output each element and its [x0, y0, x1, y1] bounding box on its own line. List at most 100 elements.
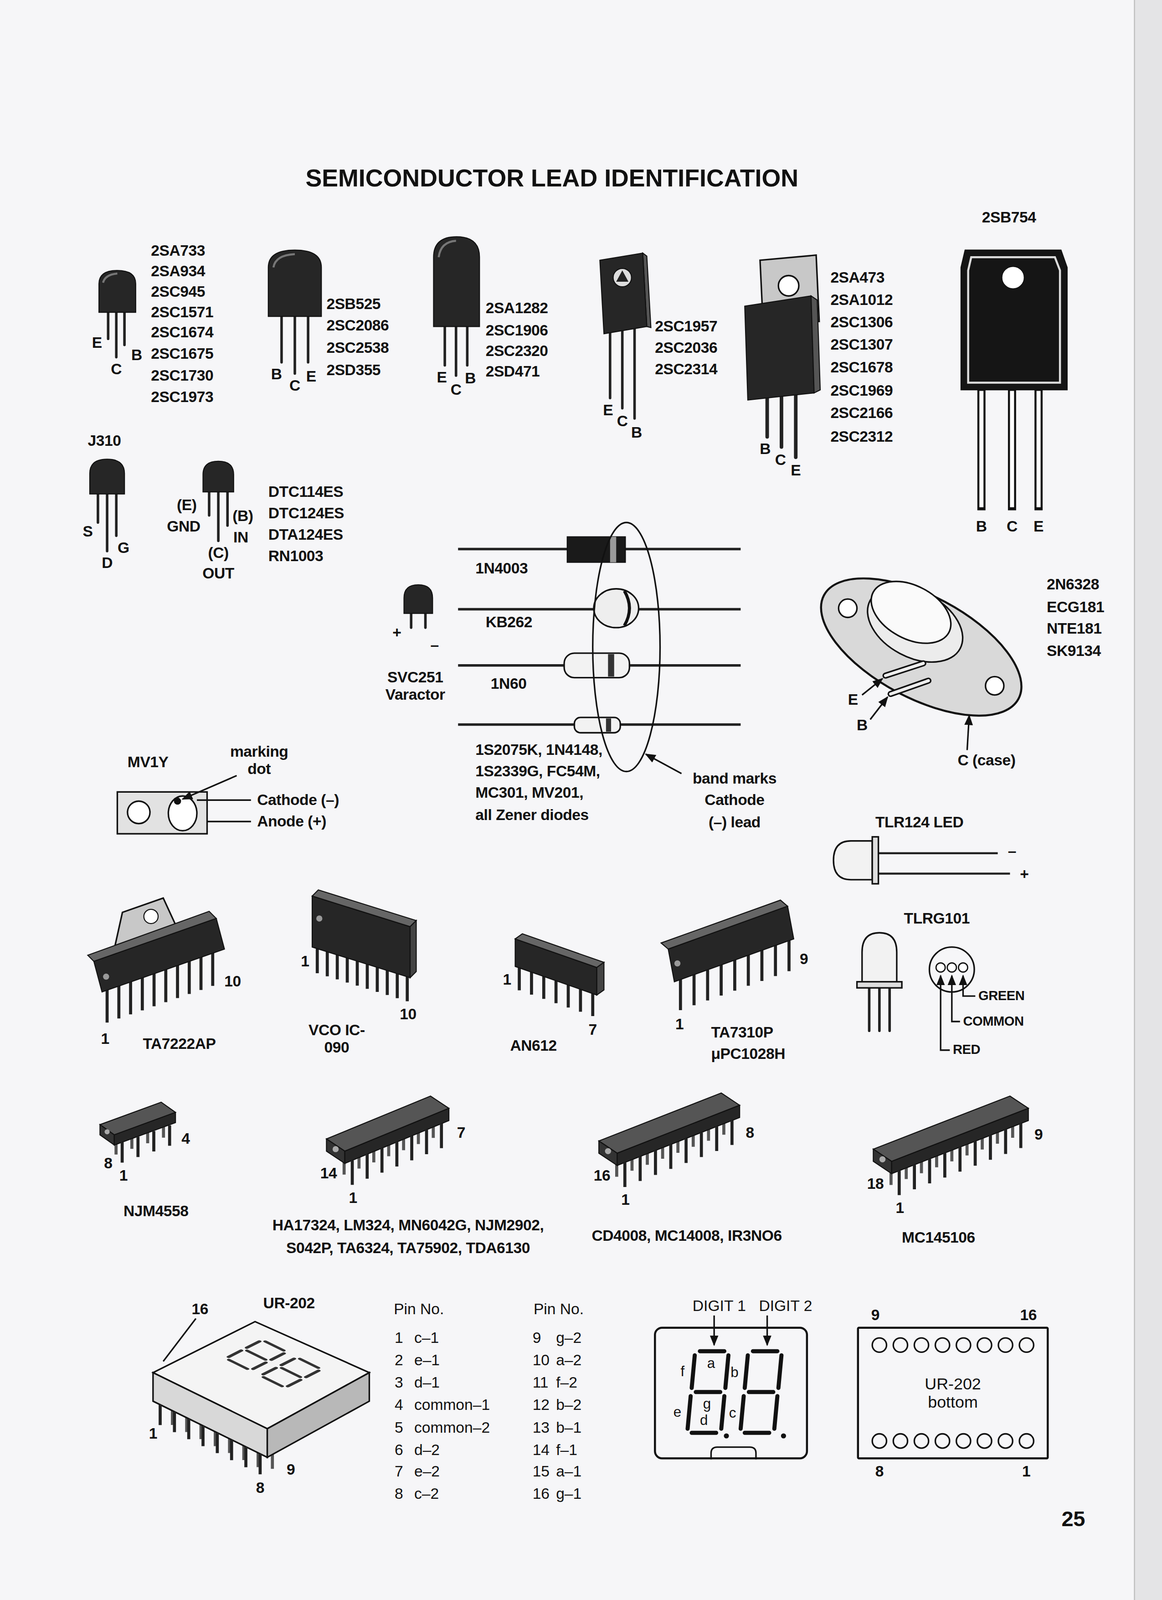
dip18-ic: [899, 1123, 1021, 1195]
lead-label: B: [976, 518, 988, 535]
note-label: Anode (+): [257, 812, 327, 830]
tlr124-led: [878, 853, 1011, 874]
part-number: TLRG101: [904, 909, 970, 927]
part-number: 1S2075K, 1N4148,: [475, 741, 603, 759]
diode-symbols: [564, 652, 630, 678]
dip16-ic: [616, 1105, 740, 1166]
part-number: UR-202: [263, 1294, 315, 1312]
pin-number: 9: [871, 1306, 880, 1324]
lead-label: B: [759, 440, 771, 458]
tlrg101-led: [935, 962, 946, 972]
part-number: 1S2339G, FC54M,: [475, 762, 600, 780]
lead-label: B: [631, 424, 643, 442]
table-cell: a–1: [555, 1463, 582, 1481]
mv1y-diode: [117, 791, 207, 834]
lead-label: C (case): [957, 751, 1016, 769]
part-number: VCO IC-090: [300, 1021, 373, 1056]
note-label: Cathode: [704, 791, 765, 809]
table-cell: 2: [394, 1351, 404, 1369]
to92-transistor: [98, 270, 136, 357]
pin-circles: [872, 1433, 887, 1448]
to3p-transistor: [961, 250, 1068, 391]
tlrg101-led: [868, 987, 890, 1031]
segment-letter: a: [707, 1355, 715, 1371]
lead-label: B: [131, 346, 143, 364]
ur202-display: [226, 1339, 287, 1371]
diode-symbols: [645, 753, 682, 774]
dip16-ic: [598, 1092, 740, 1187]
dip18-ic: [879, 1156, 886, 1162]
segment-drawing: [687, 1315, 787, 1460]
segment-letter: c: [729, 1405, 737, 1421]
pin-circles: [872, 1337, 887, 1352]
pin-number: 8: [875, 1462, 884, 1480]
segment-drawing: [723, 1432, 729, 1438]
pin-number: 8: [103, 1154, 113, 1172]
pin-number: 9: [799, 950, 808, 968]
tlrg101-led: [857, 932, 976, 1050]
table-cell: Pin No.: [393, 1300, 444, 1318]
lead-label: –: [1007, 842, 1017, 860]
tlr124-led: [872, 836, 879, 884]
part-number: TA7222AP: [142, 1035, 216, 1053]
part-number: ECG181: [1046, 598, 1105, 616]
to220-transistor: [744, 255, 821, 458]
part-number: SK9134: [1046, 642, 1101, 660]
tlrg101-led: [951, 975, 961, 1022]
pin-number: 1: [675, 1015, 684, 1033]
to126-transistor: [599, 252, 647, 334]
mv1y-diode: [168, 795, 197, 831]
vco-ic: [312, 889, 417, 927]
part-number: 2SB754: [982, 208, 1037, 226]
to3p-transistor: [981, 390, 1039, 507]
pin-number: 1: [300, 952, 309, 970]
pin-number: 1: [895, 1199, 904, 1217]
pin-circles: [893, 1337, 908, 1352]
page-number: 25: [1061, 1506, 1085, 1530]
to220-transistor: [778, 275, 799, 296]
part-number: 1N4003: [475, 560, 528, 577]
diode-symbols: [457, 522, 741, 774]
lead-label: IN: [233, 529, 249, 546]
dip14-ic: [332, 1145, 339, 1152]
table-cell: b–1: [555, 1418, 582, 1436]
table-cell: e–2: [414, 1463, 440, 1481]
lead-label: GND: [166, 518, 201, 535]
pin-number: 1: [149, 1424, 158, 1442]
diode-symbols: [610, 536, 617, 563]
pin-number: 16: [191, 1300, 209, 1318]
ta7310p-ic: [661, 899, 794, 1010]
note-label: DIGIT 1: [692, 1297, 746, 1315]
mv1y-diode: [196, 799, 252, 822]
note-label: marking dot: [223, 743, 295, 777]
table-cell: e–1: [414, 1351, 440, 1369]
pin-circles: [914, 1433, 929, 1448]
to126-transistor: [610, 328, 635, 419]
segment-drawing: [781, 1432, 787, 1438]
note-label: Cathode (–): [257, 791, 340, 809]
dip18-ic: [873, 1095, 1029, 1195]
table-cell: 10: [532, 1351, 550, 1369]
lead-label: C: [616, 412, 628, 430]
page-title: SEMICONDUCTOR LEAD IDENTIFICATION: [305, 164, 799, 192]
table-cell: 7: [394, 1463, 404, 1481]
pin-number: 1: [119, 1167, 128, 1184]
to3-power-transistor: [966, 714, 969, 750]
table-cell: c–2: [414, 1485, 439, 1503]
part-number: 1N60: [490, 675, 527, 693]
pin-number: 1: [621, 1191, 630, 1209]
pin-number: 9: [286, 1460, 295, 1478]
part-number: 2SA1282: [485, 299, 549, 317]
pin-number: 14: [320, 1164, 337, 1182]
lead-label: +: [1019, 865, 1029, 883]
part-number: J310: [87, 432, 122, 450]
tlr124-led: [833, 840, 873, 880]
table-cell: c–1: [414, 1329, 439, 1347]
lead-label: S: [82, 523, 93, 540]
part-number: S042P, TA6324, TA75902, TDA6130: [286, 1239, 530, 1257]
lead-label: E: [92, 334, 103, 352]
ta7222ap-ic: [93, 918, 225, 992]
dip14-ic: [326, 1095, 449, 1185]
dip16-ic: [624, 1120, 732, 1187]
lead-label: GREEN: [978, 988, 1025, 1003]
